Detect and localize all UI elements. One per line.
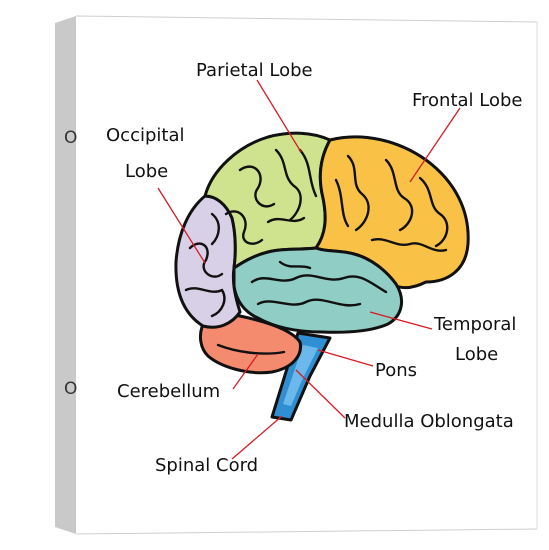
temporal-fold xyxy=(278,260,312,270)
label-spinal-cord: Spinal Cord xyxy=(155,455,258,476)
frontal-fold xyxy=(418,176,449,248)
label-frontal-lobe: Frontal Lobe xyxy=(412,90,523,111)
occipital-fold xyxy=(188,242,224,278)
occipital-fold xyxy=(210,212,220,246)
parietal-fold xyxy=(238,165,276,208)
temporal-lobe-shape xyxy=(232,246,404,334)
edge-glyph-bottom: O xyxy=(64,379,77,399)
leader-temporal xyxy=(369,311,433,330)
label-temporal-line2: Lobe xyxy=(455,344,498,365)
label-cerebellum: Cerebellum xyxy=(117,381,220,402)
label-parietal-lobe: Parietal Lobe xyxy=(196,60,313,81)
edge-glyph-top: O xyxy=(64,128,77,148)
canvas-edge xyxy=(75,528,538,535)
leader-cerebellum xyxy=(232,353,259,390)
leader-medulla xyxy=(295,369,346,419)
cerebellum-fold xyxy=(216,343,286,355)
frontal-fold xyxy=(334,178,350,228)
leader-parietal xyxy=(256,79,302,153)
occipital-fold xyxy=(184,287,226,318)
label-medulla-oblongata: Medulla Oblongata xyxy=(344,411,514,432)
frontal-fold xyxy=(370,237,448,252)
leader-pons xyxy=(317,349,374,367)
frontal-fold xyxy=(346,154,370,232)
temporal-fold xyxy=(256,298,362,307)
leader-frontal xyxy=(409,107,461,183)
leader-spinal-cord xyxy=(231,415,283,460)
parietal-fold xyxy=(298,148,318,198)
canvas-edge xyxy=(75,15,538,23)
label-temporal-line1: Temporal xyxy=(433,314,516,335)
label-pons: Pons xyxy=(375,360,417,381)
canvas-side-face xyxy=(55,16,76,534)
leader-occipital xyxy=(157,187,206,264)
parietal-fold xyxy=(274,148,302,222)
label-occipital-line2: Lobe xyxy=(125,161,168,182)
brainstem-highlight xyxy=(283,345,318,406)
temporal-fold xyxy=(250,274,388,294)
label-occipital-line1: Occipital xyxy=(106,125,184,146)
parietal-fold xyxy=(266,216,306,224)
parietal-fold xyxy=(224,210,264,245)
frontal-fold xyxy=(384,158,414,232)
